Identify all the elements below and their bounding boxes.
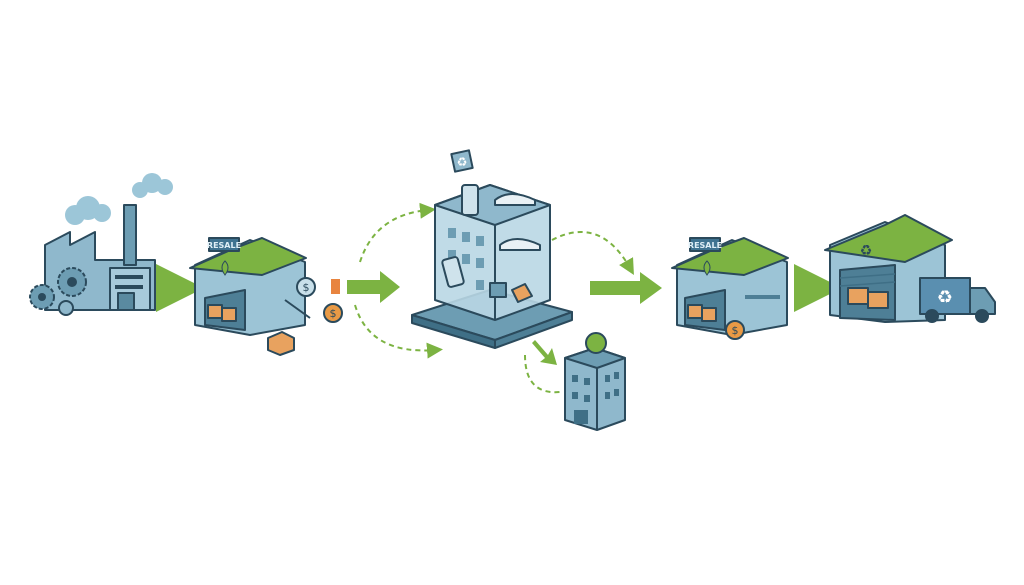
big-flow-arrow	[590, 272, 662, 304]
resale-sign	[208, 237, 240, 252]
leaf-icon	[221, 260, 229, 276]
factory	[29, 173, 173, 316]
leaf-icon	[703, 260, 711, 276]
resale-sign-text: RESALE	[688, 241, 722, 250]
dollar-coin-icon: $	[296, 277, 316, 297]
recycling-warehouse: ♻ ♻	[824, 214, 996, 323]
gear-icon	[29, 267, 87, 316]
wrench-icon	[284, 299, 311, 319]
open-box-icon	[267, 331, 295, 356]
dashed-arrow	[551, 231, 634, 275]
svg-text:♻: ♻	[457, 155, 468, 169]
dashed-arrow	[524, 354, 561, 394]
phone-icon	[461, 184, 479, 216]
recycle-icon: ♻	[450, 149, 474, 173]
tag-icon	[511, 283, 533, 303]
svg-text:$: $	[303, 281, 310, 294]
resale-sign	[689, 237, 721, 252]
svg-text:$: $	[732, 324, 739, 337]
dashed-arrow	[359, 202, 436, 263]
resale-warehouse-1: RESALE $	[189, 237, 316, 356]
phone-icon	[441, 256, 465, 288]
big-flow-arrow	[347, 271, 400, 303]
sorting-hub: ♻	[411, 149, 573, 349]
orange-marker	[331, 279, 340, 294]
dollar-coin-icon: $	[725, 320, 745, 340]
truck-icon: ♻	[919, 277, 996, 323]
shoe-icon	[494, 193, 536, 206]
resale-warehouse-2: RESALE $	[671, 237, 789, 340]
recycle-icon: ♻	[860, 243, 873, 259]
smoke-cloud-icon	[65, 173, 173, 225]
green-building	[564, 332, 626, 431]
flow-arrow	[532, 340, 557, 365]
dollar-coin-icon: $	[323, 303, 343, 323]
svg-text:$: $	[330, 307, 337, 320]
resale-sign-text: RESALE	[207, 241, 241, 250]
shoe-icon	[499, 238, 541, 251]
dashed-arrow	[354, 304, 443, 359]
leaf-icon	[585, 332, 607, 354]
recycle-icon: ♻	[937, 287, 953, 308]
